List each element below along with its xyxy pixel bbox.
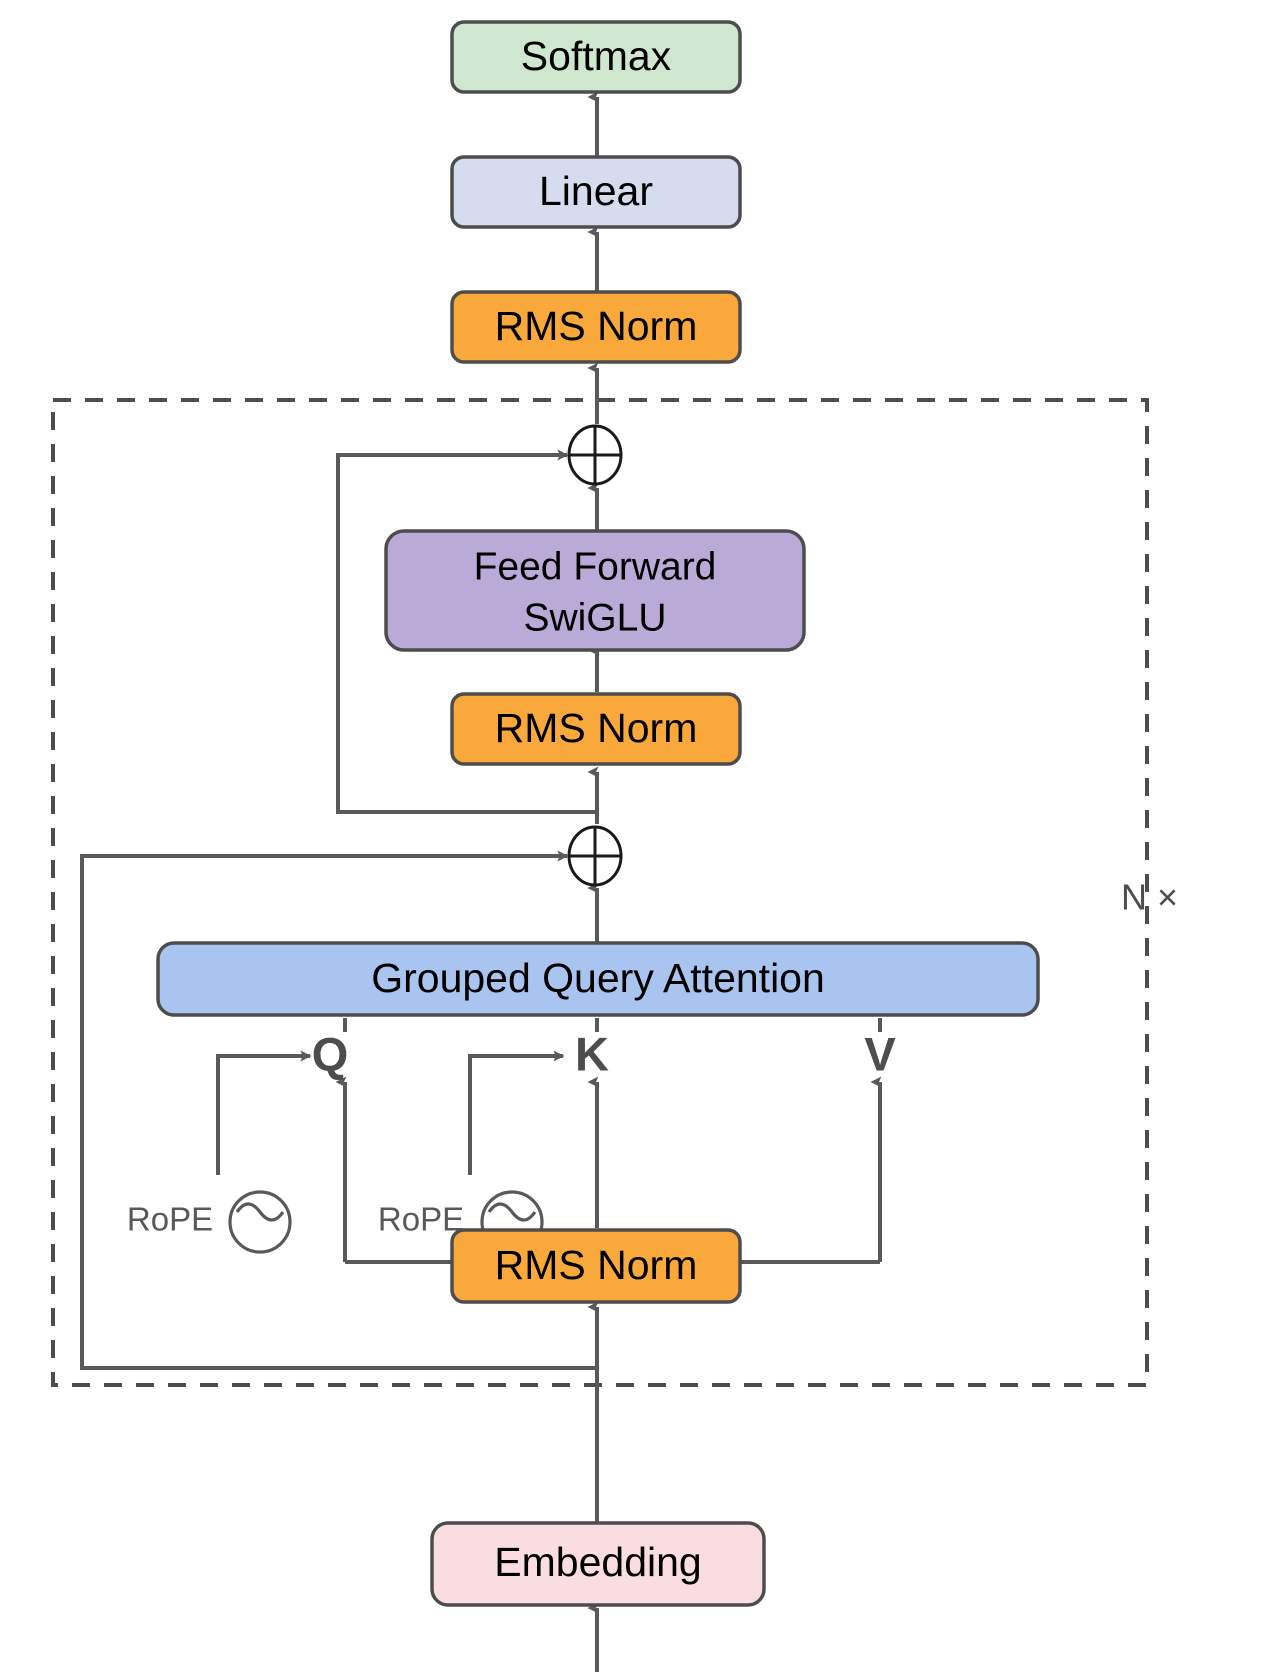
rope-q-label: RoPE — [127, 1201, 213, 1238]
sine-wave-circle-icon-q — [228, 1190, 292, 1254]
softmax-box[interactable] — [450, 20, 742, 94]
repeat-block-boundary — [51, 398, 1149, 1387]
node-softmax[interactable]: Softmax — [450, 20, 742, 94]
rms-norm-final-label: RMS Norm — [495, 303, 698, 349]
embedding-box[interactable] — [430, 1521, 766, 1607]
node-embedding[interactable]: Embedding — [430, 1521, 766, 1607]
node-rope-q[interactable]: RoPE — [127, 1190, 292, 1254]
attention-box[interactable] — [156, 941, 1040, 1017]
node-add-attn[interactable] — [567, 825, 623, 887]
connector-rope-k-to-k — [468, 1050, 565, 1175]
key-label: K — [575, 1027, 609, 1080]
node-rope-k[interactable]: RoPE — [378, 1190, 544, 1254]
rms-norm-attn-label: RMS Norm — [495, 1242, 698, 1288]
node-attention[interactable]: Grouped Query Attention — [156, 941, 1040, 1017]
linear-box[interactable] — [450, 155, 742, 229]
rms-norm-ffn-box[interactable] — [450, 692, 742, 766]
repeat-count-label: N × — [1121, 877, 1178, 918]
connector-residual-outer — [80, 850, 597, 1370]
connector-rope-q-to-q — [216, 1050, 312, 1175]
query-label: Q — [312, 1027, 349, 1080]
linear-label: Linear — [539, 168, 653, 214]
feed-forward-box[interactable] — [384, 529, 806, 652]
rms-norm-ffn-label: RMS Norm — [495, 705, 698, 751]
connector-residual-inner — [336, 449, 597, 814]
softmax-label: Softmax — [521, 33, 672, 79]
embedding-label: Embedding — [494, 1539, 701, 1585]
attention-label: Grouped Query Attention — [371, 955, 825, 1001]
rms-norm-attn-box[interactable] — [450, 1228, 742, 1304]
feed-forward-label-line1: Feed Forward — [474, 545, 717, 588]
node-add-ffn[interactable] — [567, 424, 623, 486]
node-rms-norm-final[interactable]: RMS Norm — [450, 290, 742, 364]
node-rms-norm-ffn[interactable]: RMS Norm — [450, 692, 742, 766]
node-feed-forward[interactable]: Feed Forward SwiGLU — [384, 529, 806, 652]
node-rms-norm-attn[interactable]: RMS Norm — [450, 1228, 742, 1304]
rms-norm-final-box[interactable] — [450, 290, 742, 364]
feed-forward-label-line2: SwiGLU — [523, 596, 666, 639]
node-linear[interactable]: Linear — [450, 155, 742, 229]
value-label: V — [864, 1027, 896, 1080]
rope-k-label: RoPE — [378, 1201, 464, 1238]
